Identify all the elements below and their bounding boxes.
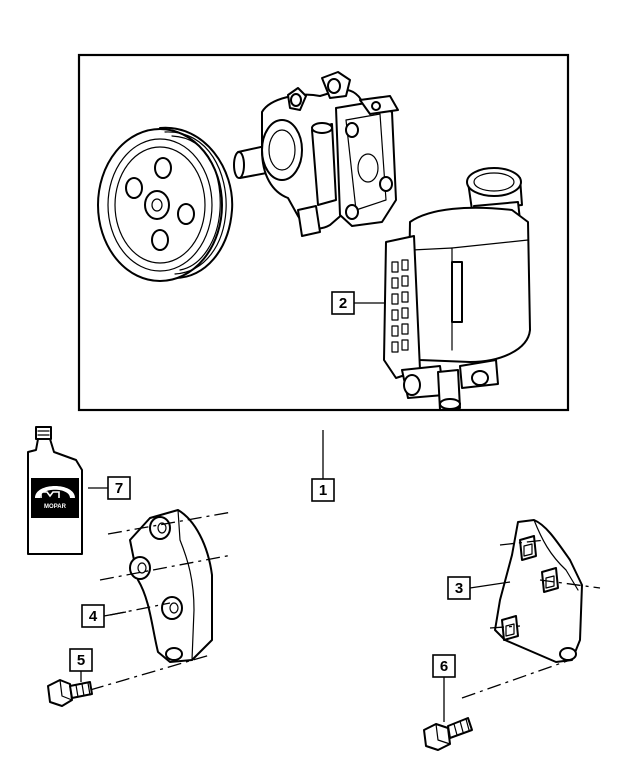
power-steering-fluid-bottle[interactable]: MOPAR (27, 426, 83, 555)
bolt-axis-right-2 (539, 579, 601, 589)
callout-3-label: 3 (455, 580, 463, 597)
callout-7-box[interactable] (107, 476, 131, 500)
mounting-bracket-left[interactable] (129, 509, 213, 663)
bolt-axis-left-4 (89, 654, 211, 691)
bolt-axis-right-1 (499, 539, 546, 546)
pulley[interactable] (97, 126, 234, 282)
callout-5-label: 5 (77, 652, 85, 669)
callout-5-box[interactable] (69, 648, 93, 672)
bolt-right[interactable] (423, 717, 473, 751)
mopar-brand-text: MOPAR (44, 504, 67, 510)
bolt-axis-left-1 (107, 511, 233, 535)
callout-7-label: 7 (115, 480, 123, 497)
power-steering-pump[interactable] (233, 71, 399, 237)
callout-3-box[interactable] (447, 576, 471, 600)
bolt-left[interactable] (47, 679, 93, 707)
bolt-axis-right-4 (461, 659, 571, 699)
callout-4-box[interactable] (81, 604, 105, 628)
reservoir[interactable] (383, 167, 531, 411)
callout-4-leader (103, 611, 127, 617)
bolt-axis-left-2 (99, 554, 233, 581)
callout-4-label: 4 (89, 608, 98, 625)
callout-6-label: 6 (440, 658, 448, 675)
callout-1-label: 1 (319, 482, 327, 499)
bolt-axis-right-3 (489, 625, 521, 629)
callout-3-leader (469, 581, 511, 589)
mounting-bracket-right[interactable] (494, 519, 583, 663)
callout-6-box[interactable] (432, 654, 456, 678)
callout-1-box[interactable] (311, 478, 335, 502)
callout-2-box[interactable] (331, 291, 355, 315)
assembly-frame (77, 53, 570, 412)
callout-2-label: 2 (339, 295, 347, 312)
